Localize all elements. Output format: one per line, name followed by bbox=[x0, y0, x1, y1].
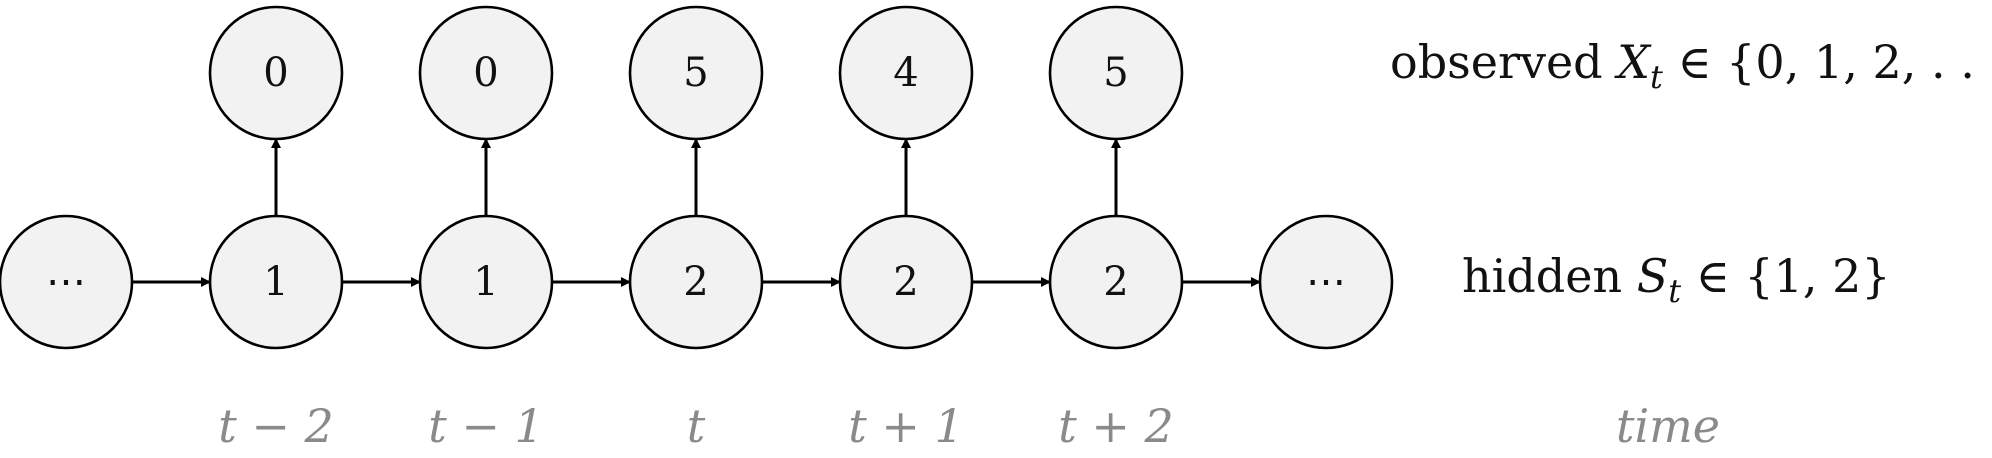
observed-node-4: 5 bbox=[1048, 5, 1184, 141]
hidden-legend-var: S bbox=[1637, 249, 1669, 303]
hidden-node-4-circle bbox=[1048, 214, 1184, 350]
ellipsis-node-right: ⋯ bbox=[1258, 214, 1394, 350]
hidden-node-3-circle bbox=[838, 214, 974, 350]
observed-node-4-circle bbox=[1048, 5, 1184, 141]
hidden-node-3: 2 bbox=[838, 214, 974, 350]
hidden-node-1: 1 bbox=[418, 214, 554, 350]
observed-node-1: 0 bbox=[418, 5, 554, 141]
time-label-1: t − 1 bbox=[428, 399, 544, 453]
time-label-2: t bbox=[687, 399, 706, 453]
hidden-node-1-circle bbox=[418, 214, 554, 350]
observed-node-1-label: 0 bbox=[473, 50, 498, 96]
hidden-node-4: 2 bbox=[1048, 214, 1184, 350]
observed-node-2-circle bbox=[628, 5, 764, 141]
edges bbox=[132, 138, 1261, 287]
hidden-node-2-label: 2 bbox=[683, 259, 708, 305]
time-label-3: t + 1 bbox=[848, 399, 964, 453]
observed-legend-var: X bbox=[1614, 35, 1652, 89]
ellipsis-node-right-circle bbox=[1258, 214, 1394, 350]
observed-node-1-circle bbox=[418, 5, 554, 141]
hidden-node-2: 2 bbox=[628, 214, 764, 350]
time-axis-label: time bbox=[1616, 399, 1720, 453]
hidden-node-3-label: 2 bbox=[893, 259, 918, 305]
time-label-4: t + 2 bbox=[1058, 399, 1174, 453]
observed-legend: observed Xt ∈ {0, 1, 2, . . .} bbox=[1390, 35, 1992, 96]
hidden-node-0: 1 bbox=[208, 214, 344, 350]
hidden-legend: hidden St ∈ {1, 2} bbox=[1462, 249, 1891, 310]
time-label-0: t − 2 bbox=[218, 399, 334, 453]
hidden-node-2-circle bbox=[628, 214, 764, 350]
ellipsis-node-left: ⋯ bbox=[0, 214, 134, 350]
observed-node-0: 0 bbox=[208, 5, 344, 141]
observed-node-2-label: 5 bbox=[683, 50, 708, 96]
ellipsis-node-left-label: ⋯ bbox=[46, 259, 86, 305]
hidden-node-0-circle bbox=[208, 214, 344, 350]
time-labels: t − 2 t − 1 t t + 1 t + 2 bbox=[218, 399, 1174, 453]
hidden-legend-set: ∈ {1, 2} bbox=[1681, 249, 1891, 303]
hidden-legend-sub: t bbox=[1668, 272, 1681, 310]
observed-node-3: 4 bbox=[838, 5, 974, 141]
ellipsis-node-left-circle bbox=[0, 214, 134, 350]
hidden-node-0-label: 1 bbox=[263, 259, 288, 305]
hidden-legend-word: hidden bbox=[1462, 249, 1637, 303]
observed-node-4-label: 5 bbox=[1103, 50, 1128, 96]
ellipsis-node-right-label: ⋯ bbox=[1306, 259, 1346, 305]
observed-legend-set: ∈ {0, 1, 2, . . .} bbox=[1663, 35, 1992, 89]
observed-node-3-circle bbox=[838, 5, 974, 141]
nodes: ⋯ ⋯ 1 0 1 0 2 5 2 4 2 5 bbox=[0, 5, 1394, 350]
hidden-node-4-label: 2 bbox=[1103, 259, 1128, 305]
observed-legend-sub: t bbox=[1650, 58, 1663, 96]
observed-node-3-label: 4 bbox=[893, 50, 918, 96]
observed-node-0-label: 0 bbox=[263, 50, 288, 96]
observed-node-2: 5 bbox=[628, 5, 764, 141]
observed-legend-word: observed bbox=[1390, 35, 1617, 89]
observed-node-0-circle bbox=[208, 5, 344, 141]
hidden-node-1-label: 1 bbox=[473, 259, 498, 305]
